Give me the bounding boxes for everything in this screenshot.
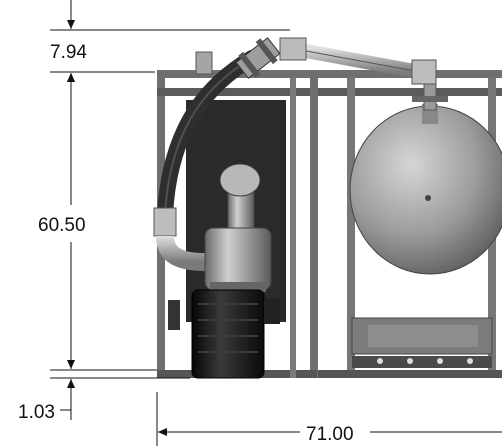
pressure-tank — [349, 104, 502, 275]
top-piping — [195, 37, 448, 111]
dimension-width: 71.00 — [306, 424, 354, 445]
machine-assembly — [153, 37, 502, 379]
dimension-height: 60.50 — [38, 215, 86, 236]
dimension-bottom-gap: 1.03 — [18, 402, 55, 423]
dimension-annotations — [50, 0, 502, 446]
dimension-top-gap: 7.94 — [50, 42, 87, 63]
dimension-labels: 7.94 60.50 1.03 71.00 — [18, 42, 354, 445]
pump — [204, 163, 272, 292]
motor — [191, 289, 280, 379]
flexible-hose — [153, 37, 281, 271]
